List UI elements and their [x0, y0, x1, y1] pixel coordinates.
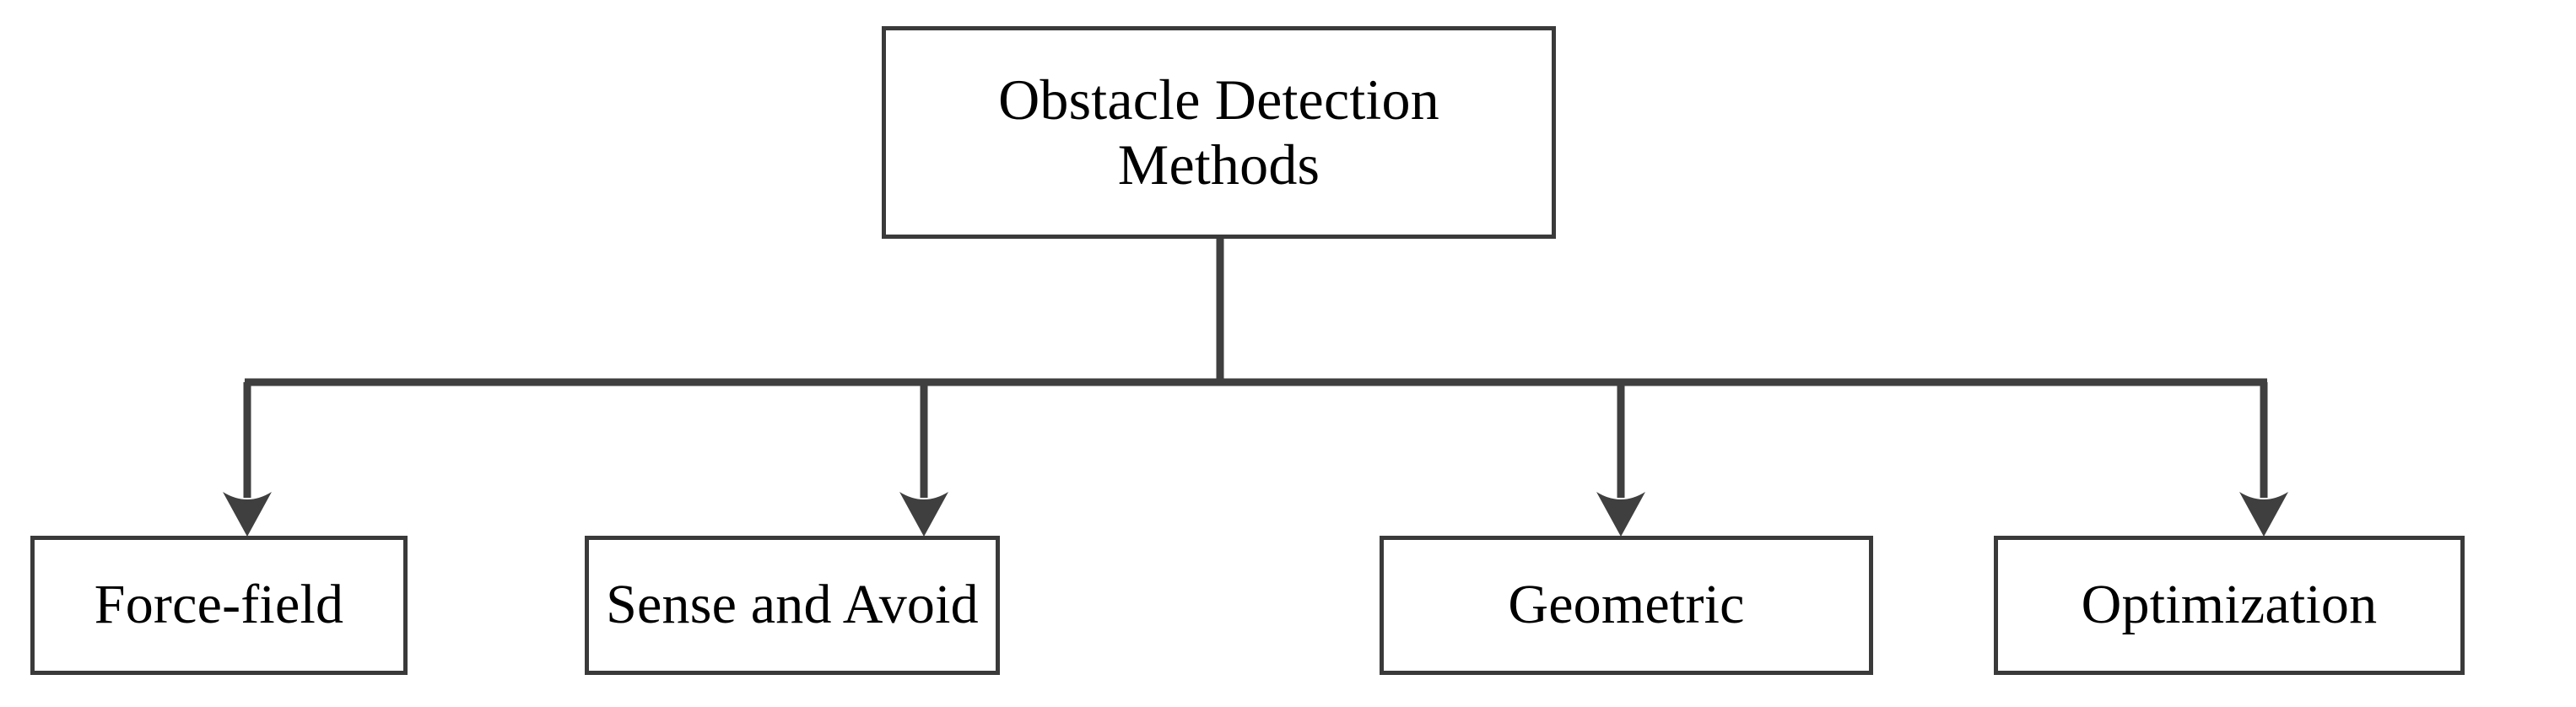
node-sense-and-avoid-label: Sense and Avoid — [606, 574, 979, 636]
node-obstacle-detection-methods[interactable]: Obstacle Detection Methods — [882, 26, 1556, 239]
node-force-field-label: Force-field — [94, 574, 344, 636]
node-sense-and-avoid[interactable]: Sense and Avoid — [585, 536, 1000, 675]
node-optimization[interactable]: Optimization — [1994, 536, 2465, 675]
node-root-label: Obstacle Detection Methods — [998, 67, 1439, 197]
arrowhead-optimization-icon — [2239, 492, 2288, 537]
node-geometric-label: Geometric — [1508, 574, 1745, 636]
arrowhead-force-field-icon — [223, 492, 272, 537]
arrowhead-geometric-icon — [1596, 492, 1645, 537]
arrowhead-sense-and-avoid-icon — [899, 492, 948, 537]
node-force-field[interactable]: Force-field — [30, 536, 408, 675]
node-geometric[interactable]: Geometric — [1380, 536, 1873, 675]
node-optimization-label: Optimization — [2081, 574, 2378, 636]
